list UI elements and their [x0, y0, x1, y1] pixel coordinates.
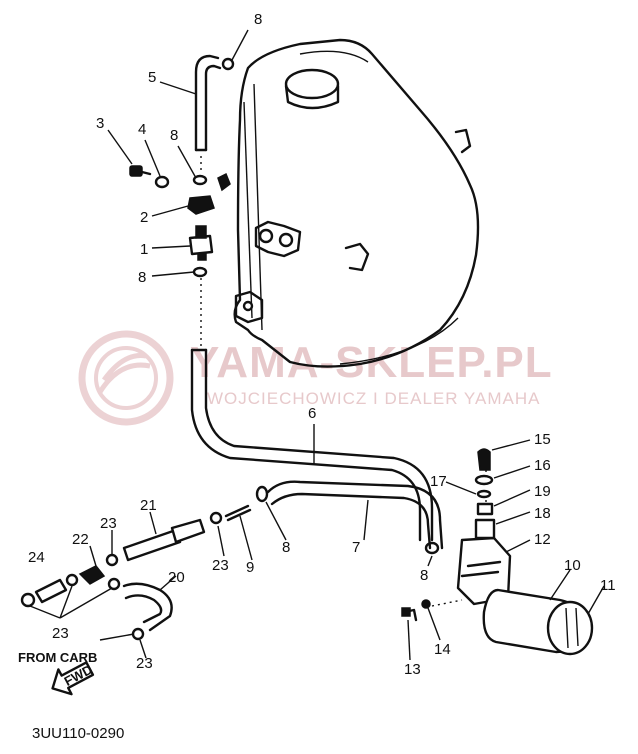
callout-8: 8 [138, 269, 146, 286]
callout-8: 8 [170, 127, 178, 144]
callout-15: 15 [534, 431, 551, 448]
clip-icon [20, 592, 36, 608]
callout-10: 10 [564, 557, 581, 574]
collar-icon [476, 502, 494, 516]
nut-icon [421, 599, 431, 609]
callout-23: 23 [100, 515, 117, 532]
leader-lines [29, 29, 605, 661]
callout-8: 8 [420, 567, 428, 584]
watermark: YAMA-SKLEP.PL WOJCIECHOWICZ I DEALER YAM… [78, 330, 552, 426]
clip-icon [192, 266, 208, 278]
washer-icon [154, 175, 170, 189]
fuel-tank [233, 38, 480, 368]
bracket-icon [187, 195, 215, 215]
callout-8: 8 [254, 11, 262, 28]
callout-4: 4 [138, 121, 146, 138]
bolt-icon [401, 607, 411, 617]
callout-24: 24 [28, 549, 45, 566]
callout-13: 13 [404, 661, 421, 678]
callout-1: 1 [140, 241, 148, 258]
callout-2: 2 [140, 209, 148, 226]
clip-icon [105, 553, 119, 567]
callout-7: 7 [352, 539, 360, 556]
watermark-subtitle: WOJCIECHOWICZ I DEALER YAMAHA [207, 389, 540, 408]
clip-icon [192, 174, 208, 186]
clip-icon [221, 57, 235, 71]
hose-21 [122, 518, 206, 562]
callout-11: 11 [600, 577, 616, 594]
callout-3: 3 [96, 115, 104, 132]
hose-24 [20, 578, 68, 608]
vent-hose-5 [194, 54, 235, 152]
callout-6: 6 [308, 405, 316, 422]
clip-icon [131, 627, 145, 641]
figure-code: 3UU110-0290 [32, 725, 124, 742]
callout-23: 23 [212, 557, 229, 574]
joint-9 [209, 504, 252, 525]
callout-numbers: 8 5 3 4 8 2 1 8 6 15 16 17 19 18 12 21 2… [28, 11, 616, 678]
joint-22 [65, 553, 121, 591]
fuel-hose-6 [190, 348, 434, 542]
clip-icon [65, 573, 79, 587]
callout-22: 22 [72, 531, 89, 548]
screw-icon [477, 448, 491, 471]
clip-icon [424, 541, 440, 555]
callout-20: 20 [168, 569, 185, 586]
callout-9: 9 [246, 559, 254, 576]
fwd-label: FWD [62, 662, 95, 689]
callout-17: 17 [430, 473, 447, 490]
callout-8: 8 [282, 539, 290, 556]
callout-5: 5 [148, 69, 156, 86]
clip-icon [209, 511, 223, 525]
callout-14: 14 [434, 641, 451, 658]
filter-assembly [129, 156, 231, 346]
from-carb-caption: FROM CARB [18, 650, 97, 665]
fuel-hose-7 [255, 480, 444, 555]
damper-icon [474, 518, 496, 540]
callout-23-bottom: 23 [136, 655, 153, 672]
clip-icon [107, 577, 121, 591]
washer-icon [474, 474, 494, 486]
callout-16: 16 [534, 457, 551, 474]
callout-23: 23 [52, 625, 69, 642]
clip-icon [255, 485, 269, 503]
callout-12: 12 [534, 531, 551, 548]
hose-20 [122, 582, 173, 641]
fuel-pump-assembly [401, 448, 594, 656]
bolt-icon [129, 165, 143, 177]
callout-21: 21 [140, 497, 157, 514]
callout-18: 18 [534, 505, 551, 522]
callout-19: 19 [534, 483, 551, 500]
watermark-logo [78, 330, 174, 426]
washer-icon [476, 489, 492, 499]
